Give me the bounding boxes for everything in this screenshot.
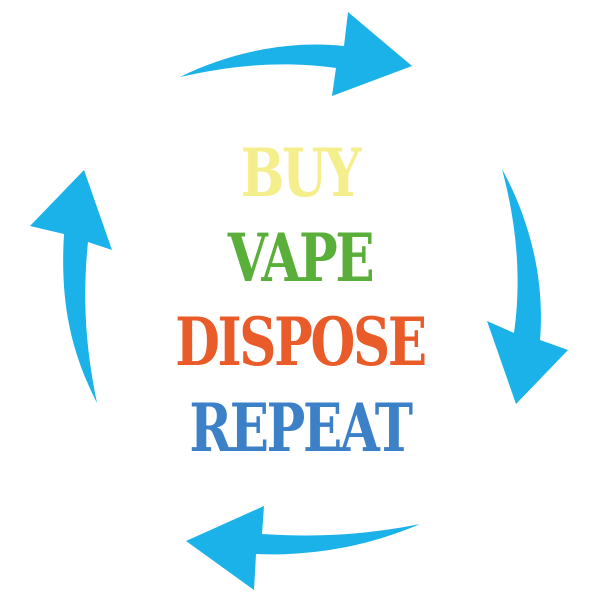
arrow-right-icon <box>180 12 412 96</box>
arrow-down-icon <box>487 169 568 404</box>
arrow-left-icon <box>186 506 420 590</box>
word-vape: VAPE <box>227 219 375 297</box>
arrow-up-icon <box>30 170 112 403</box>
word-dispose: DISPOSE <box>175 303 427 381</box>
word-repeat: REPEAT <box>189 389 413 467</box>
word-buy: BUY <box>240 134 361 212</box>
